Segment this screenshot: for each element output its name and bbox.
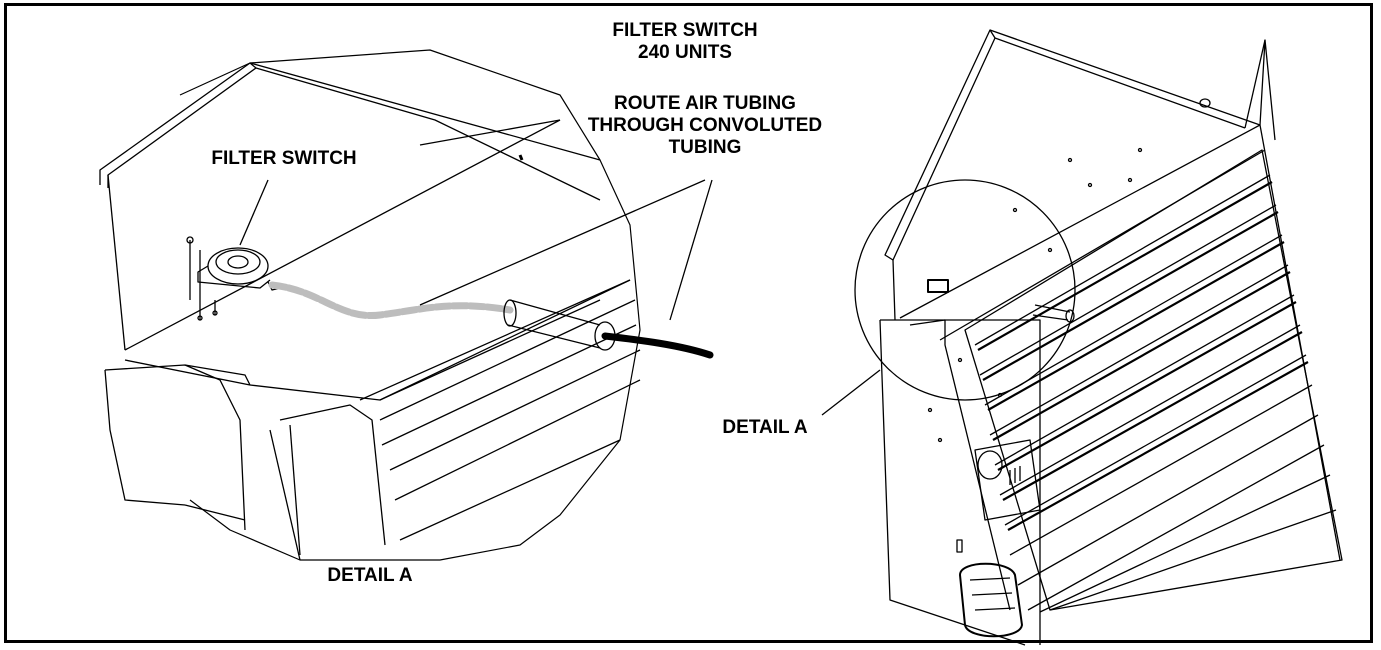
- detail-a-right-leader: [821, 369, 881, 416]
- tubing-leader-2: [669, 179, 713, 321]
- route-line-1: ROUTE AIR TUBING: [614, 93, 796, 114]
- page-title: FILTER SWITCH 240 UNITS: [565, 20, 805, 64]
- title-line-1: FILTER SWITCH: [612, 20, 758, 41]
- air-tubing: [268, 281, 514, 320]
- detail-a-magnified-view: [99, 49, 641, 561]
- detail-a-right-text: DETAIL A: [722, 417, 808, 438]
- title-line-2: 240 UNITS: [638, 42, 732, 63]
- diagram-frame: [4, 3, 1373, 643]
- black-tubing: [601, 332, 714, 359]
- detail-a-left-label: DETAIL A: [300, 565, 440, 587]
- detail-a-left-text: DETAIL A: [327, 565, 413, 586]
- filter-switch-label: FILTER SWITCH: [184, 148, 384, 170]
- detail-a-right-label: DETAIL A: [695, 417, 835, 439]
- filter-switch-leader: [239, 179, 269, 246]
- route-tubing-label: ROUTE AIR TUBING THROUGH CONVOLUTED TUBI…: [580, 93, 830, 159]
- tubing-leader-1: [419, 179, 706, 306]
- route-line-2: THROUGH CONVOLUTED: [587, 115, 823, 136]
- filter-switch-device: [186, 236, 281, 321]
- filter-switch-text: FILTER SWITCH: [211, 148, 357, 169]
- route-line-3: TUBING: [668, 137, 742, 158]
- unit-full-view: [854, 29, 1343, 646]
